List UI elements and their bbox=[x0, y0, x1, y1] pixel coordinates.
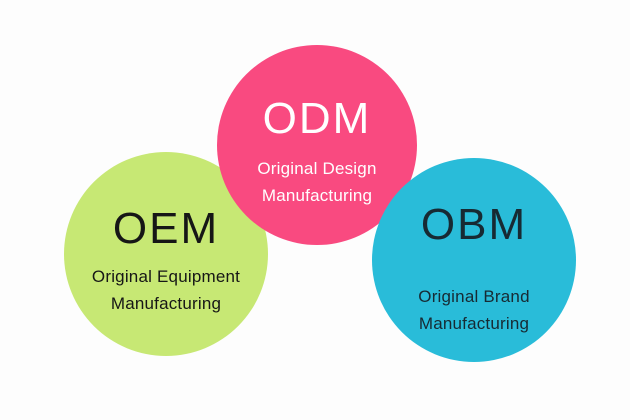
oem-subtitle-line2: Manufacturing bbox=[110, 294, 222, 313]
obm-subtitle-line1: Original Brand bbox=[418, 287, 530, 306]
odm-subtitle: Original Design Manufacturing bbox=[257, 155, 376, 209]
odm-subtitle-line2: Manufacturing bbox=[261, 186, 373, 205]
oem-subtitle: Original Equipment Manufacturing bbox=[92, 263, 240, 317]
oem-subtitle-line1: Original Equipment bbox=[91, 267, 241, 286]
obm-title: OBM bbox=[420, 200, 528, 249]
obm-subtitle-line2: Manufacturing bbox=[418, 314, 530, 333]
obm-subtitle: Original Brand Manufacturing bbox=[418, 283, 529, 337]
obm-circle: OBM Original Brand Manufacturing bbox=[372, 158, 576, 362]
oem-title: OEM bbox=[112, 204, 220, 253]
odm-title: ODM bbox=[262, 94, 372, 143]
odm-subtitle-line1: Original Design bbox=[257, 159, 377, 178]
